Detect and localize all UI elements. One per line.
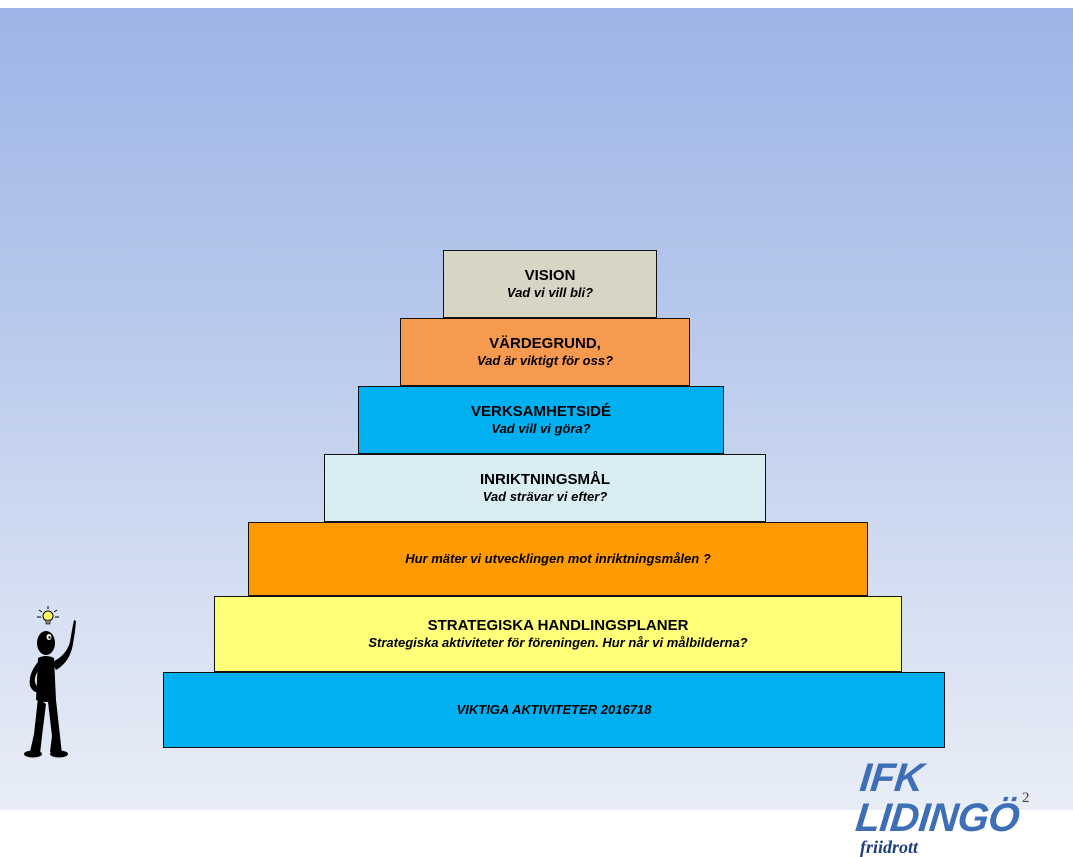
level-subtitle: Strategiska aktiviteter för föreningen. …: [368, 635, 748, 650]
ifk-lidingo-logo: IFK LIDINGÖ friidrott: [854, 756, 1058, 857]
level-subtitle: Vad vill vi göra?: [491, 421, 591, 436]
pyramid-level-inriktningsmal: INRIKTNINGSMÅL Vad strävar vi efter?: [324, 454, 766, 522]
pyramid-level-vision: VISION Vad vi vill bli?: [443, 250, 657, 318]
level-title: STRATEGISKA HANDLINGSPLANER: [427, 617, 689, 634]
pyramid-level-strategiska-handlingsplaner: STRATEGISKA HANDLINGSPLANER Strategiska …: [214, 596, 902, 672]
level-subtitle: Vad strävar vi efter?: [482, 489, 608, 504]
logo-title: IFK LIDINGÖ: [853, 756, 1022, 840]
logo-subtitle: friidrott: [860, 837, 919, 857]
level-title: INRIKTNINGSMÅL: [480, 471, 610, 488]
pyramid-level-matning: Hur mäter vi utvecklingen mot inriktning…: [248, 522, 868, 596]
level-subtitle: Vad vi vill bli?: [506, 285, 594, 300]
level-subtitle: VIKTIGA AKTIVITETER 2016718: [456, 702, 652, 717]
slide: VISION Vad vi vill bli? VÄRDEGRUND, Vad …: [0, 8, 1073, 856]
level-title: VÄRDEGRUND,: [489, 335, 601, 352]
page-number: 2: [1022, 790, 1030, 806]
thinking-person-lightbulb-icon: [24, 606, 76, 758]
level-title: VISION: [524, 267, 576, 284]
level-subtitle: Vad är viktigt för oss?: [476, 353, 614, 368]
pyramid-level-vardegrund: VÄRDEGRUND, Vad är viktigt för oss?: [400, 318, 690, 386]
level-subtitle: Hur mäter vi utvecklingen mot inriktning…: [405, 551, 711, 566]
pyramid-level-viktiga-aktiviteter: VIKTIGA AKTIVITETER 2016718: [163, 672, 945, 748]
pyramid-level-verksamhetside: VERKSAMHETSIDÉ Vad vill vi göra?: [358, 386, 724, 454]
level-title: VERKSAMHETSIDÉ: [470, 403, 612, 420]
